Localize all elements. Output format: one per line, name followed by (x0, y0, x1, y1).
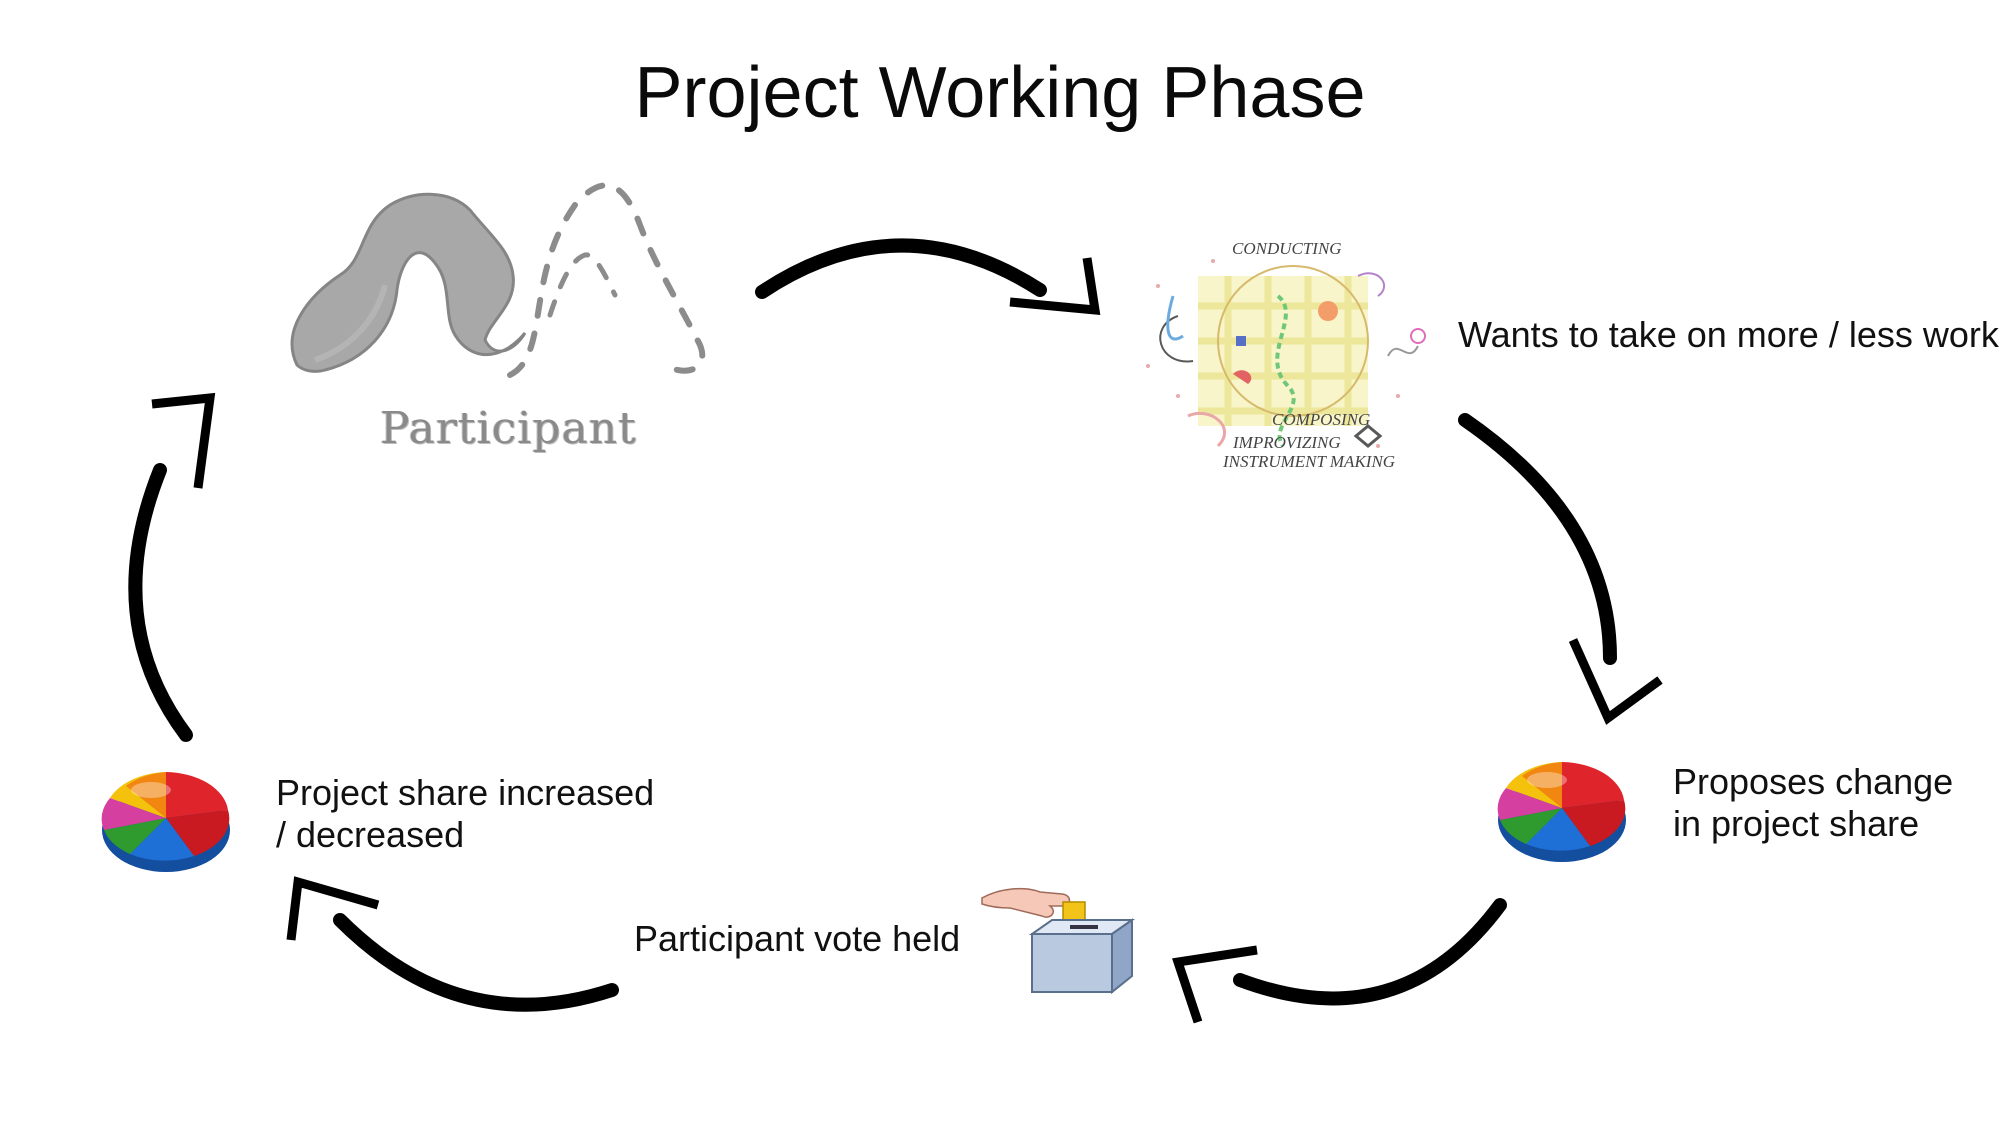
project-share-label: Project share increased / decreased (276, 772, 654, 856)
wants-work-label: Wants to take on more / less work (1458, 314, 1999, 355)
pencil-sketch-figure-icon (290, 182, 706, 378)
proposes-change-line1: Proposes change (1673, 761, 1954, 802)
page-title: Project Working Phase (634, 53, 1366, 133)
work-word-instrument-making: INSTRUMENT MAKING (1223, 452, 1396, 471)
curved-arrow-icon (128, 392, 216, 742)
curved-arrow-icon (1172, 898, 1507, 1024)
curved-arrow-icon (286, 876, 619, 1012)
project-share-line2: / decreased (276, 814, 465, 855)
music-activity-collage-icon (1146, 259, 1426, 448)
proposes-change-label: Proposes change in project share (1673, 761, 1953, 845)
work-word-conducting: CONDUCTING (1232, 239, 1342, 258)
ballot-box-icon (981, 887, 1136, 995)
work-word-improvizing: IMPROVIZING (1233, 433, 1341, 452)
work-word-composing: COMPOSING (1272, 410, 1371, 429)
proposes-change-line2: in project share (1673, 803, 1920, 844)
participant-word: Participant (380, 403, 637, 454)
project-share-line1: Project share increased (276, 772, 655, 813)
vote-held-label: Participant vote held (634, 918, 961, 959)
curved-arrow-icon (1458, 413, 1663, 725)
3d-pie-chart-icon (101, 772, 230, 872)
curved-arrow-icon (755, 238, 1101, 316)
3d-pie-chart-icon (1497, 762, 1626, 862)
